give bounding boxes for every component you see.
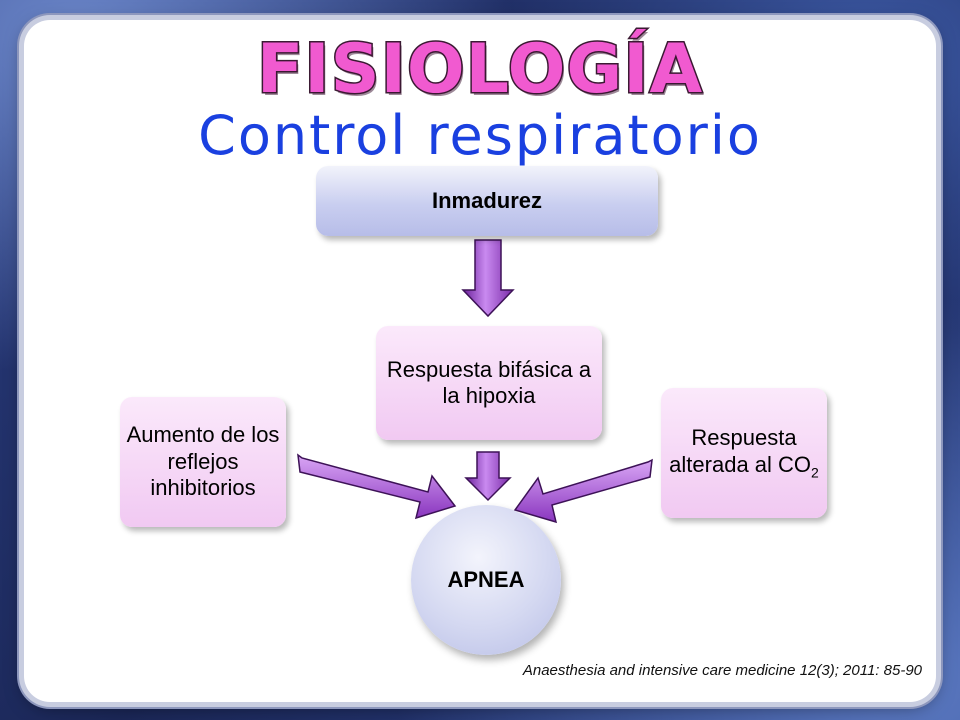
citation: Anaesthesia and intensive care medicine … <box>522 662 922 679</box>
node-reflejos-inhibitorios-label: Aumento de los reflejos inhibitorios <box>126 422 280 501</box>
arrow-top-to-middle <box>461 239 515 318</box>
node-apnea: APNEA <box>411 505 561 655</box>
co2-subscript: 2 <box>811 463 819 480</box>
slide-title: FISIOLOGÍA <box>255 29 704 111</box>
node-respuesta-bifasica-label: Respuesta bifásica a la hipoxia <box>386 356 592 408</box>
node-apnea-label: APNEA <box>447 567 525 592</box>
arrow-left-to-apnea <box>297 453 457 520</box>
arrow-right-to-apnea <box>513 458 653 524</box>
node-respuesta-co2-text: Respuesta alterada al CO <box>669 425 812 477</box>
node-respuesta-co2: Respuesta alterada al CO2 <box>661 388 827 518</box>
node-inmadurez: Inmadurez <box>316 166 658 236</box>
node-reflejos-inhibitorios: Aumento de los reflejos inhibitorios <box>120 397 286 527</box>
node-respuesta-bifasica: Respuesta bifásica a la hipoxia <box>376 326 602 440</box>
arrow-middle-to-apnea <box>464 451 512 502</box>
node-inmadurez-label: Inmadurez <box>431 187 543 213</box>
node-respuesta-co2-label: Respuesta alterada al CO2 <box>661 425 827 481</box>
slide-subtitle: Control respiratorio <box>198 104 762 167</box>
